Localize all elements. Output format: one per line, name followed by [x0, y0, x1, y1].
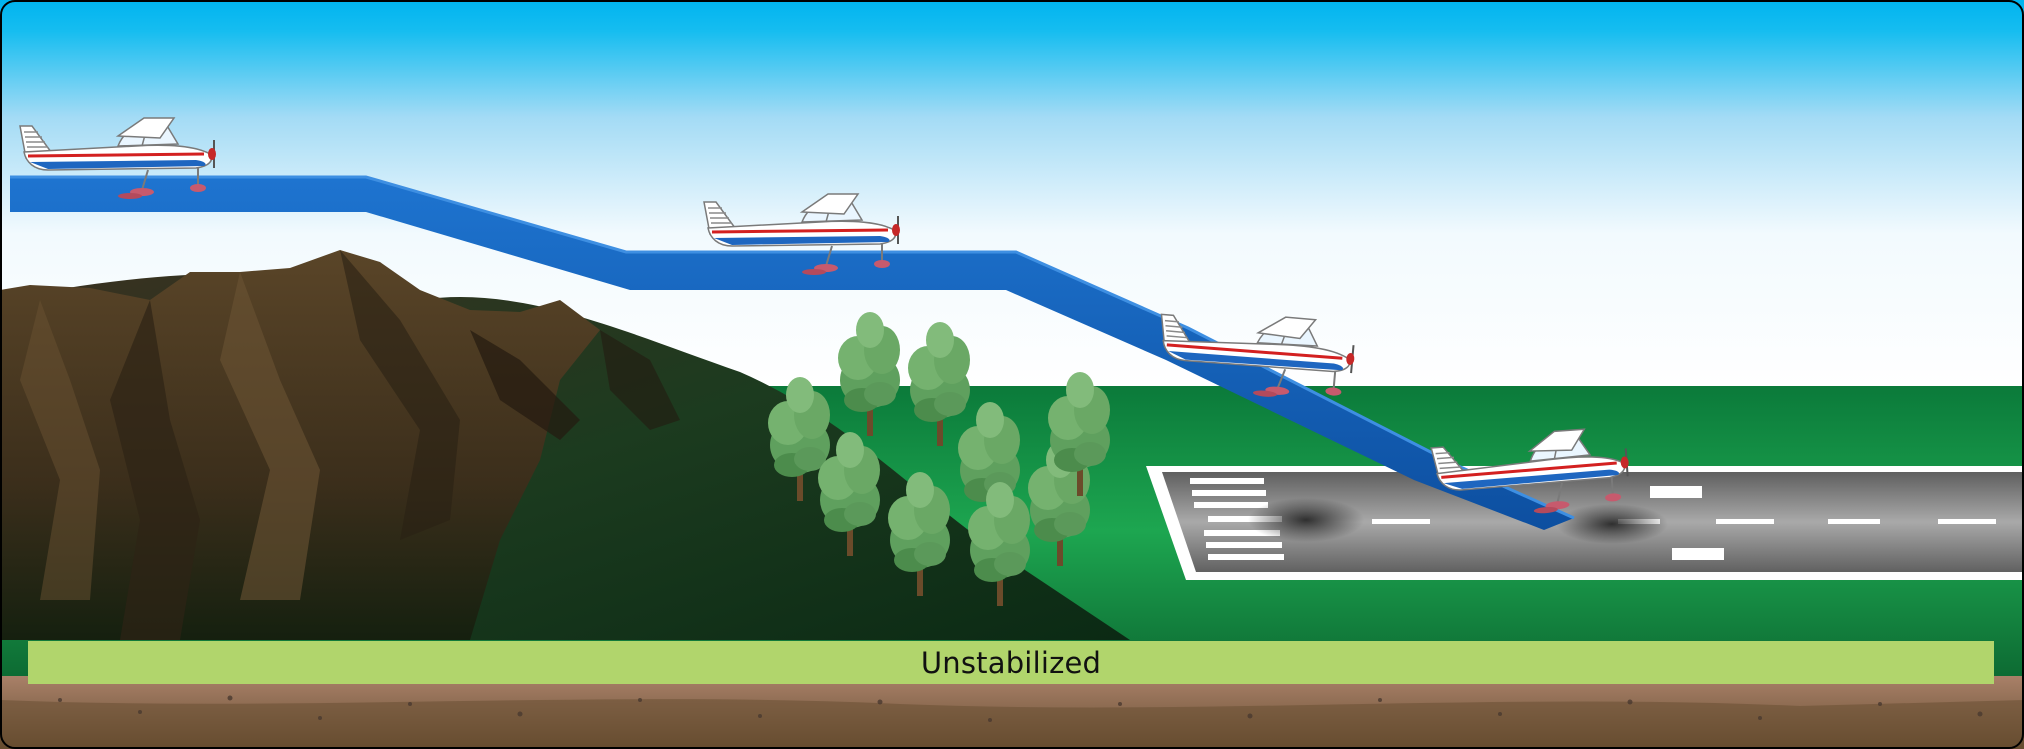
- runway: [1146, 466, 2024, 580]
- caption-label: Unstabilized: [920, 645, 1102, 680]
- caption-bar: Unstabilized: [28, 641, 1994, 684]
